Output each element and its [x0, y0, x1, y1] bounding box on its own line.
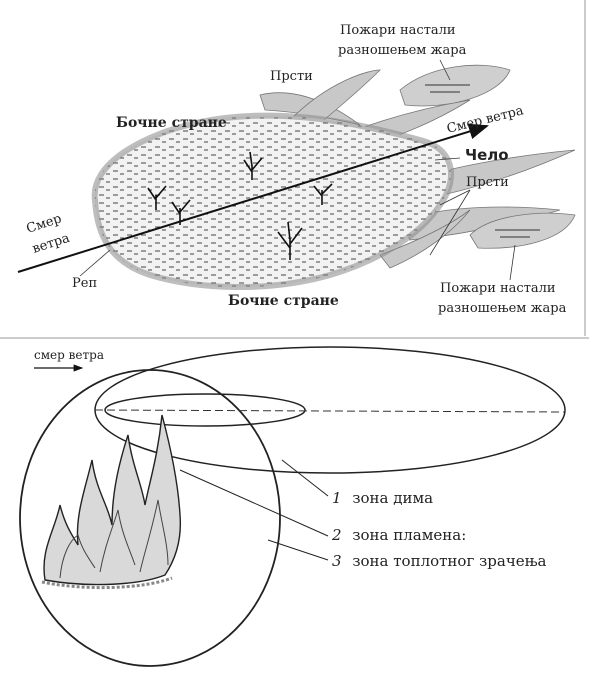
label-fingers-right: Прсти: [466, 175, 509, 190]
fire-zones-svg: смер ветра 1 зона дима 2 зона пламена:: [0, 340, 589, 673]
zone-3-label: 3 зона топлотног зрачења: [332, 552, 547, 570]
zone-3-text: зона топлотног зрачења: [352, 552, 546, 570]
flame-icon: [42, 415, 180, 588]
label-wind-left-2: ветра: [31, 231, 72, 257]
zone-2-number: 2: [331, 526, 342, 544]
label-flanks-bottom: Бочне стране: [228, 293, 339, 309]
label-wind-direction: смер ветра: [34, 348, 104, 362]
label-rear: Реп: [72, 276, 97, 291]
fire-structure-diagram: Пожари настали разношењем жара Прсти Боч…: [0, 0, 589, 340]
fire-zones-diagram: смер ветра 1 зона дима 2 зона пламена:: [0, 340, 589, 673]
label-spot-fires-top-1: Пожари настали: [340, 23, 456, 38]
zone-1-text: зона дима: [352, 489, 433, 507]
label-spot-fires-bottom-2: разношењем жара: [438, 301, 567, 316]
smoke-axis-line: [95, 410, 565, 412]
zone-leader-lines: [180, 460, 328, 560]
zone-3-number: 3: [332, 552, 342, 570]
label-wind-right: Смер ветра: [445, 103, 525, 137]
zone-1-number: 1: [332, 489, 342, 507]
zone-2-label: 2 зона пламена:: [331, 526, 466, 544]
label-spot-fires-bottom-1: Пожари настали: [440, 281, 556, 296]
label-flanks-top: Бочне стране: [116, 115, 227, 131]
zone-1-label: 1 зона дима: [332, 489, 433, 507]
label-spot-fires-top-2: разношењем жара: [338, 43, 467, 58]
spot-fire-top: [400, 65, 510, 106]
label-fingers-top: Прсти: [270, 69, 313, 84]
zone-2-text: зона пламена:: [352, 526, 466, 544]
fire-structure-svg: Пожари настали разношењем жара Прсти Боч…: [0, 0, 589, 340]
label-head: Чело: [465, 146, 509, 164]
